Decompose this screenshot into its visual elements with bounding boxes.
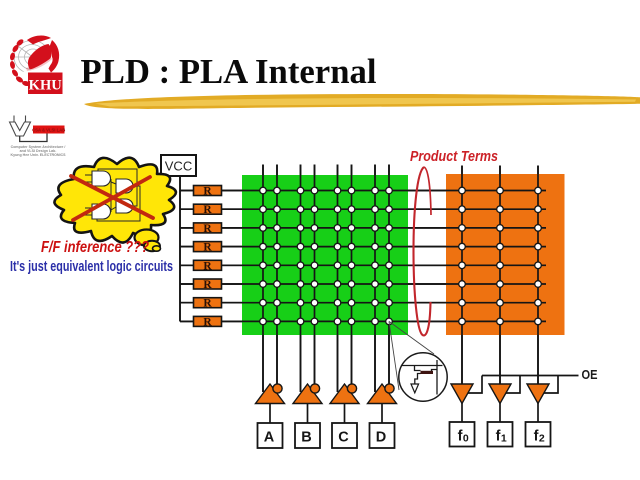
svg-text:KHU: KHU — [29, 78, 63, 94]
svg-text:F/F inference ???: F/F inference ??? — [41, 239, 149, 256]
svg-text:R: R — [203, 204, 212, 216]
svg-text:D: D — [376, 430, 386, 446]
svg-text:A: A — [264, 430, 275, 446]
svg-text:R: R — [203, 242, 212, 254]
svg-text:Product Terms: Product Terms — [410, 149, 498, 165]
svg-text:PLD : PLA Internal: PLD : PLA Internal — [81, 52, 377, 91]
svg-text:R: R — [203, 316, 212, 328]
svg-text:2: 2 — [539, 433, 545, 445]
svg-text:OE: OE — [582, 368, 598, 382]
svg-text:CSA & VLSI LAB: CSA & VLSI LAB — [32, 128, 65, 133]
svg-text:R: R — [203, 298, 212, 310]
svg-text:VCC: VCC — [165, 159, 192, 174]
svg-text:It's just equivalent logic cir: It's just equivalent logic circuits — [10, 259, 173, 275]
svg-text:and VLSI Design Lab.: and VLSI Design Lab. — [20, 149, 57, 153]
svg-text:R: R — [203, 279, 212, 291]
svg-text:f: f — [534, 429, 539, 445]
svg-text:Kyung Hee Univ. ELECTRONICS: Kyung Hee Univ. ELECTRONICS — [10, 153, 66, 157]
svg-text:f: f — [496, 429, 501, 445]
svg-text:1: 1 — [501, 433, 507, 445]
svg-text:R: R — [203, 260, 212, 272]
svg-text:R: R — [203, 223, 212, 235]
svg-text:Computer System Architecture /: Computer System Architecture / — [11, 145, 66, 149]
svg-text:0: 0 — [463, 433, 469, 445]
svg-text:C: C — [338, 430, 349, 446]
svg-text:R: R — [203, 186, 212, 198]
svg-text:f: f — [458, 429, 463, 445]
svg-text:B: B — [301, 430, 311, 446]
